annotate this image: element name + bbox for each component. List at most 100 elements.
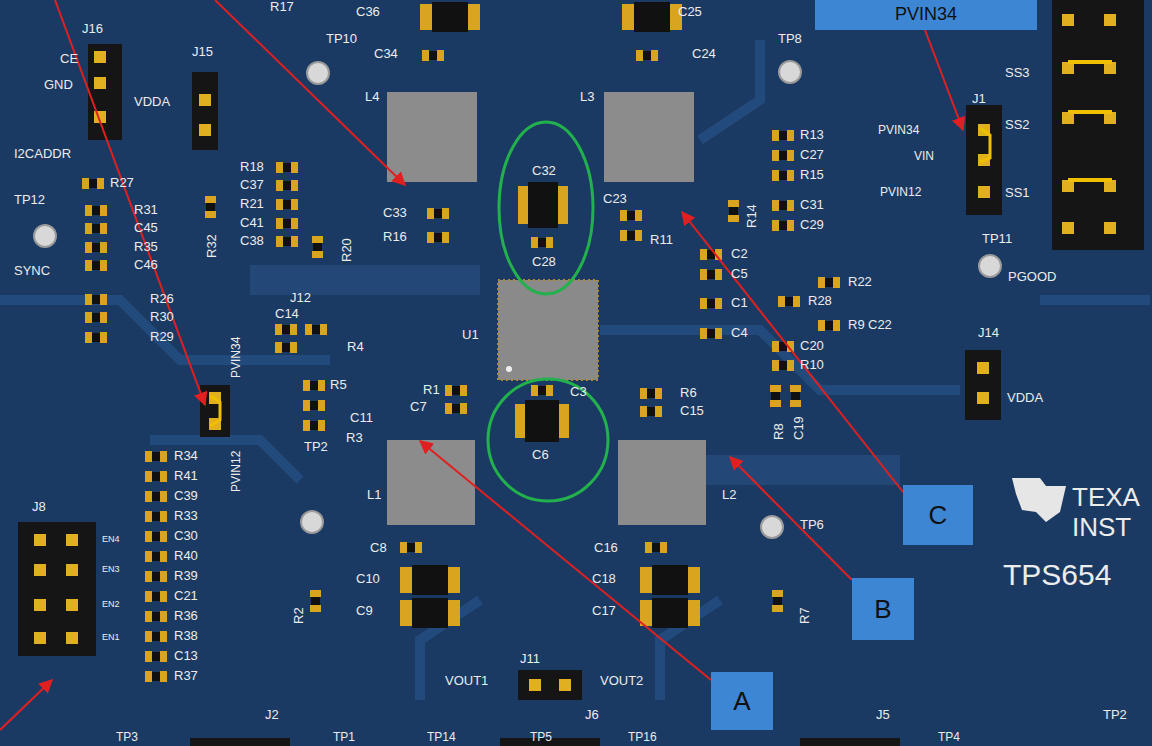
callout-box: C	[903, 485, 973, 545]
silkscreen-label: J15	[192, 45, 213, 58]
pcb-rect	[965, 350, 1001, 420]
silkscreen-label: J2	[265, 708, 279, 721]
pcb-rect	[18, 522, 96, 656]
silkscreen-label: R8	[772, 423, 785, 440]
pcb-ellipse	[499, 122, 593, 294]
pcb-g	[250, 280, 900, 470]
silkscreen-label: TP11	[982, 232, 1012, 245]
silkscreen-label: R31	[134, 203, 158, 216]
silkscreen-label: R41	[174, 469, 198, 482]
silkscreen-label: R2	[292, 607, 305, 624]
pcb-use	[85, 205, 107, 216]
silkscreen-label: C21	[174, 589, 198, 602]
pcb-use	[636, 50, 658, 61]
silkscreen-label: R9	[848, 318, 865, 331]
silkscreen-label: R13	[800, 128, 824, 141]
silkscreen-label: TP10	[326, 32, 357, 45]
pcb-use	[622, 2, 682, 32]
silkscreen-label: EN1	[102, 633, 120, 642]
silkscreen-label: R35	[134, 240, 158, 253]
pcb-circle	[979, 255, 1001, 277]
silkscreen-label: C11	[350, 411, 373, 424]
pcb-use	[303, 420, 325, 431]
silkscreen-label: R38	[174, 629, 198, 642]
silkscreen-label: PVIN34	[878, 124, 919, 136]
silkscreen-label: J11	[520, 652, 540, 665]
callout-letter: B	[874, 595, 891, 624]
pcb-path	[980, 128, 990, 162]
pcb-use	[640, 565, 700, 595]
silkscreen-label: R30	[150, 310, 174, 323]
pcb-use	[640, 598, 700, 628]
silkscreen-label: TEXA	[1072, 484, 1140, 510]
silkscreen-label: R34	[174, 449, 198, 462]
pcb-use	[145, 571, 167, 582]
pcb-use	[427, 208, 449, 219]
silkscreen-label: C27	[800, 148, 824, 161]
pcb-circle	[301, 511, 323, 533]
silkscreen-label: C32	[532, 164, 556, 177]
silkscreen-label: R17	[270, 0, 294, 13]
silkscreen-label: SS2	[1005, 118, 1030, 131]
pcb-use	[66, 632, 78, 644]
silkscreen-label: TP8	[778, 32, 802, 45]
pcb-rect	[618, 440, 706, 525]
pcb-use	[275, 342, 297, 353]
silkscreen-label: TP1	[333, 731, 355, 743]
pcb-use	[772, 150, 794, 161]
pcb-use	[818, 320, 840, 331]
pcb-use	[275, 324, 297, 335]
pcb-use	[645, 542, 667, 553]
silkscreen-label: R4	[347, 340, 364, 353]
pcb-rect	[1052, 0, 1144, 250]
pcb-use	[772, 360, 794, 371]
pcb-line	[730, 457, 852, 580]
pcb-use	[145, 631, 167, 642]
silkscreen-label: J12	[290, 291, 311, 304]
pcb-use	[1104, 14, 1116, 26]
silkscreen-label: C9	[356, 604, 373, 617]
pcb-use	[400, 542, 422, 553]
silkscreen-label: R33	[174, 509, 198, 522]
callout-letter: C	[929, 501, 948, 530]
pcb-use	[559, 679, 571, 691]
silkscreen-label: TP2	[304, 440, 328, 453]
pcb-use	[700, 328, 722, 339]
pcb-path	[210, 396, 220, 426]
pcb-rect	[518, 186, 528, 224]
silkscreen-label: C16	[594, 541, 618, 554]
pcb-use	[199, 124, 211, 136]
pcb-use	[770, 385, 781, 407]
silkscreen-label: TPS654	[1003, 560, 1111, 590]
pcb-use	[145, 611, 167, 622]
silkscreen-label: J5	[876, 708, 890, 721]
pcb-use	[700, 269, 722, 280]
silkscreen-label: R15	[800, 168, 824, 181]
pcb-rect	[559, 404, 569, 438]
pcb-use	[145, 651, 167, 662]
pcb-circle	[761, 516, 783, 538]
pcb-rect	[558, 186, 568, 224]
pcb-use	[420, 2, 480, 32]
pcb-use	[728, 200, 739, 222]
pcb-use	[620, 230, 642, 241]
callout-box: A	[711, 672, 773, 730]
pcb-line	[0, 680, 52, 730]
silkscreen-label: C2	[731, 247, 748, 260]
silkscreen-label: R32	[205, 234, 218, 258]
silkscreen-label: TP3	[116, 731, 138, 743]
silkscreen-label: VIN	[914, 150, 934, 162]
silkscreen-label: C46	[134, 258, 158, 271]
silkscreen-label: R39	[174, 569, 198, 582]
silkscreen-label: CE	[60, 52, 78, 65]
silkscreen-label: TP14	[427, 731, 456, 743]
pcb-use	[978, 186, 990, 198]
silkscreen-label: R7	[798, 607, 811, 624]
silkscreen-label: C38	[240, 234, 264, 247]
pcb-use	[640, 388, 662, 399]
pcb-line	[55, 0, 205, 405]
pcb-use	[145, 551, 167, 562]
pcb-g	[0, 40, 1150, 700]
pcb-path	[1068, 62, 1112, 180]
